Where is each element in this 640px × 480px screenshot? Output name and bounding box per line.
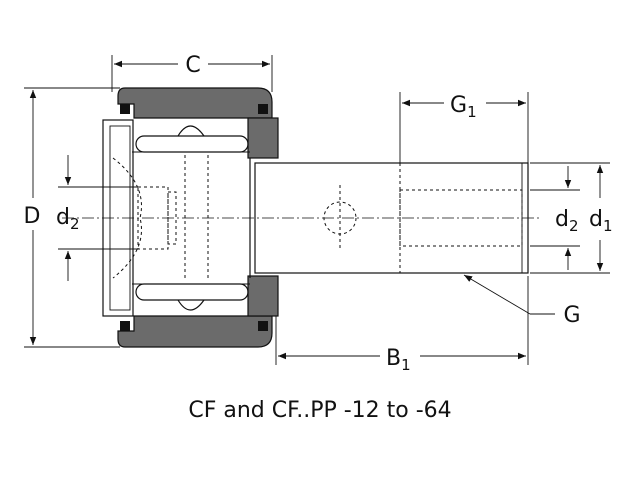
dimension-d <box>24 87 120 348</box>
dimension-d2-right <box>530 166 580 270</box>
label-d1: d1 <box>589 207 613 235</box>
leader-g <box>463 274 555 315</box>
label-d: D <box>24 204 41 229</box>
label-d2-left: d2 <box>56 205 80 233</box>
label-g: G <box>563 303 580 328</box>
dimension-d1 <box>530 162 610 274</box>
outer-ring <box>117 87 279 348</box>
dimension-g1 <box>399 92 529 163</box>
dimension-d2-left <box>58 155 140 281</box>
seal-marks <box>120 104 268 331</box>
dimension-b1 <box>275 276 529 365</box>
label-b1: B1 <box>386 346 411 374</box>
caption: CF and CF..PP -12 to -64 <box>188 398 452 423</box>
dimension-c <box>111 55 273 92</box>
label-c: C <box>185 53 200 78</box>
label-g1: G1 <box>450 93 477 121</box>
label-d2-right: d2 <box>555 207 579 235</box>
